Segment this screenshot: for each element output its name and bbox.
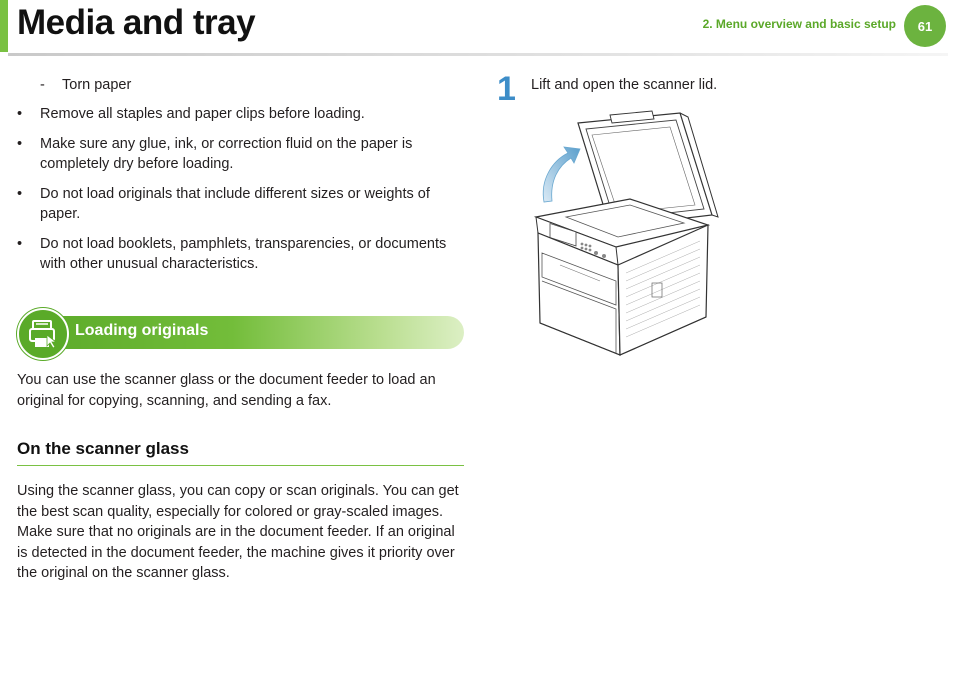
header-divider — [8, 53, 948, 56]
document-tray-icon — [17, 308, 69, 360]
header-accent-bar — [0, 0, 8, 52]
bullet-list: • Remove all staples and paper clips befo… — [17, 104, 467, 284]
printer-illustration-svg — [533, 110, 719, 356]
subsection-title: On the scanner glass — [17, 439, 464, 466]
bullet-marker: • — [17, 235, 23, 252]
list-item: • Do not load originals that include diff… — [17, 184, 467, 225]
page-number: 61 — [917, 18, 933, 34]
step-number: 1 — [497, 70, 516, 108]
page-title: Media and tray — [17, 3, 256, 42]
section-banner-bar — [43, 316, 464, 349]
list-item: • Make sure any glue, ink, or correction … — [17, 134, 467, 175]
section-title: Loading originals — [75, 322, 209, 339]
page-number-badge: 61 — [904, 5, 946, 47]
list-item: • Remove all staples and paper clips befo… — [17, 104, 467, 125]
section-banner: Loading originals — [17, 308, 464, 360]
list-item: • Do not load booklets, pamphlets, transp… — [17, 234, 467, 275]
bullet-marker: • — [17, 106, 23, 122]
list-item-text: Make sure any glue, ink, or correction f… — [40, 135, 413, 173]
bullet-marker: • — [17, 135, 23, 152]
step-text: Lift and open the scanner lid. — [531, 77, 718, 93]
dash-marker: - — [40, 77, 45, 93]
list-item-text: Remove all staples and paper clips befor… — [40, 106, 365, 122]
chapter-title[interactable]: 2. Menu overview and basic setup — [702, 17, 896, 31]
list-item-text: Torn paper — [62, 77, 132, 93]
list-item: - Torn paper — [40, 75, 131, 96]
intro-paragraph: You can use the scanner glass or the doc… — [17, 372, 436, 409]
list-item-text: Do not load booklets, pamphlets, transpa… — [40, 235, 447, 273]
list-item-text: Do not load originals that include diffe… — [40, 185, 430, 223]
printer-open-lid-illustration — [530, 105, 730, 366]
bullet-marker: • — [17, 185, 23, 202]
body-paragraph: Using the scanner glass, you can copy or… — [17, 483, 459, 581]
